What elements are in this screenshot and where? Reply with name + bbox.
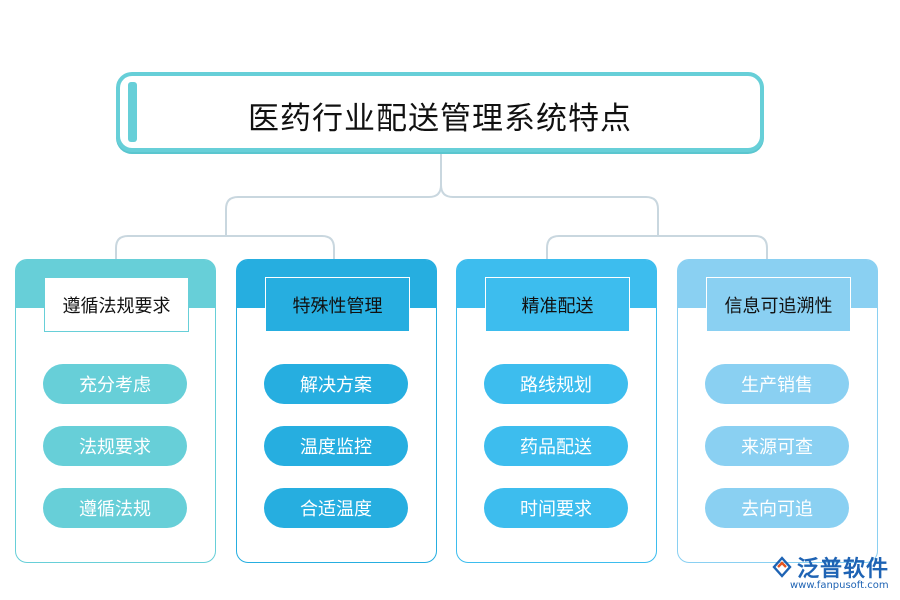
title-box: 医药行业配送管理系统特点 xyxy=(116,72,764,152)
brand-name: 泛普软件 xyxy=(797,557,890,582)
column-label: 遵循法规要求 xyxy=(44,277,189,332)
column-precise-delivery: 精准配送 路线规划 药品配送 时间要求 xyxy=(456,259,657,563)
feature-pill: 时间要求 xyxy=(484,488,628,528)
column-special-management: 特殊性管理 解决方案 温度监控 合适温度 xyxy=(236,259,437,563)
column-label: 特殊性管理 xyxy=(265,277,410,332)
column-traceability: 信息可追溯性 生产销售 来源可查 去向可追 xyxy=(677,259,878,563)
column-label: 信息可追溯性 xyxy=(706,277,851,332)
feature-pill: 来源可查 xyxy=(705,426,849,466)
column-regulatory-compliance: 遵循法规要求 充分考虑 法规要求 遵循法规 xyxy=(15,259,216,563)
column-label: 精准配送 xyxy=(485,277,630,332)
feature-pill: 法规要求 xyxy=(43,426,187,466)
feature-pill: 充分考虑 xyxy=(43,364,187,404)
diagram-title: 医药行业配送管理系统特点 xyxy=(248,101,632,137)
feature-pill: 生产销售 xyxy=(705,364,849,404)
feature-pill: 合适温度 xyxy=(264,488,408,528)
feature-pill: 药品配送 xyxy=(484,426,628,466)
feature-pill: 遵循法规 xyxy=(43,488,187,528)
fanpu-logo-icon xyxy=(772,556,792,578)
brand-logo: 泛普软件 xyxy=(770,551,889,583)
feature-pill: 温度监控 xyxy=(264,426,408,466)
brand-url: www.fanpusoft.com xyxy=(790,580,889,591)
feature-pill: 解决方案 xyxy=(264,364,408,404)
feature-pill: 路线规划 xyxy=(484,364,628,404)
title-accent-bar xyxy=(128,82,137,142)
feature-pill: 去向可追 xyxy=(705,488,849,528)
